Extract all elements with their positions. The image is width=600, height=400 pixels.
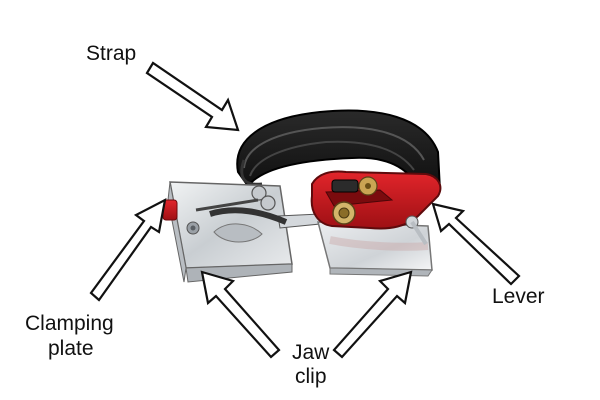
strap-arrow (145, 61, 240, 132)
jaw-clip-right-arrow (332, 270, 413, 359)
clamping-plate-label-line1: Clamping (25, 312, 114, 335)
clamping-plate-label-line2: plate (48, 337, 94, 360)
jaw-clip-label-line2: clip (295, 365, 327, 388)
lever-label: Lever (492, 285, 545, 308)
clamping-plate-arrow (89, 197, 167, 302)
strap-link-shape (209, 207, 321, 229)
strap-label: Strap (86, 42, 137, 65)
lever-arrow (431, 202, 521, 286)
jaw-clip-label-line1: Jaw (292, 341, 330, 364)
jaw-clip-left-arrow (200, 270, 281, 359)
strap-shape (236, 109, 442, 198)
clamping-plate-shape (162, 181, 293, 283)
lever-shape (310, 170, 442, 246)
